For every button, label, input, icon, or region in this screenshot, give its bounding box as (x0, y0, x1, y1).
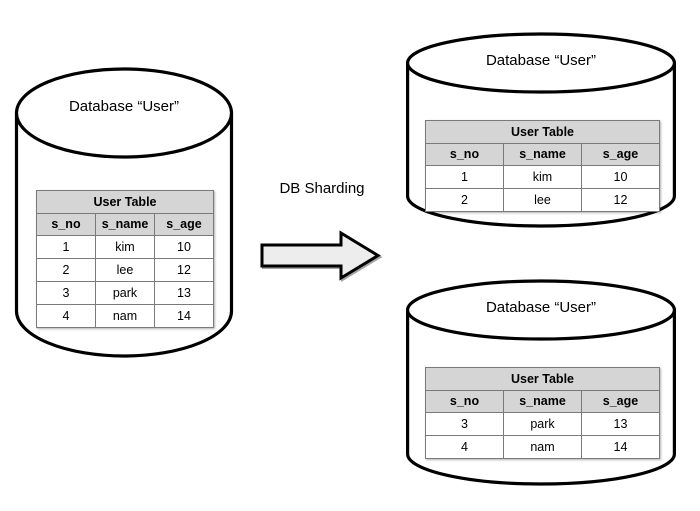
cell-s-age: 14 (581, 435, 660, 459)
table-title-row: User Table (425, 120, 660, 144)
cell-s-age: 13 (154, 281, 214, 305)
cell-s-name: lee (503, 188, 582, 212)
table-row: 1 kim 10 (36, 235, 214, 259)
cell-s-name: kim (503, 165, 582, 189)
shard-database-title-2: Database “User” (485, 299, 597, 316)
shard-user-table-2: User Table s_no s_name s_age 3 park 13 4… (425, 367, 660, 459)
table-name: User Table (425, 367, 660, 391)
source-database-title: Database “User” (68, 98, 180, 115)
table-header-row: s_no s_name s_age (425, 143, 660, 166)
table-header-row: s_no s_name s_age (36, 213, 214, 236)
source-user-table: User Table s_no s_name s_age 1 kim 10 2 … (36, 190, 214, 328)
table-title-row: User Table (36, 190, 214, 214)
cell-s-name: nam (95, 304, 155, 328)
table-row: 4 nam 14 (36, 304, 214, 328)
cell-s-age: 13 (581, 412, 660, 436)
table-row: 4 nam 14 (425, 435, 660, 459)
column-header-s-age: s_age (581, 390, 660, 413)
table-name: User Table (36, 190, 214, 214)
table-name: User Table (425, 120, 660, 144)
cell-s-no: 2 (36, 258, 96, 282)
column-header-s-no: s_no (425, 143, 504, 166)
column-header-s-name: s_name (503, 390, 582, 413)
table-row: 1 kim 10 (425, 165, 660, 189)
cell-s-name: nam (503, 435, 582, 459)
cell-s-name: park (503, 412, 582, 436)
column-header-s-name: s_name (95, 213, 155, 236)
column-header-s-name: s_name (503, 143, 582, 166)
cell-s-name: park (95, 281, 155, 305)
table-header-row: s_no s_name s_age (425, 390, 660, 413)
cell-s-no: 4 (425, 435, 504, 459)
table-row: 3 park 13 (36, 281, 214, 305)
cell-s-name: kim (95, 235, 155, 259)
column-header-s-no: s_no (36, 213, 96, 236)
cell-s-age: 12 (581, 188, 660, 212)
table-row: 3 park 13 (425, 412, 660, 436)
cell-s-no: 1 (36, 235, 96, 259)
cell-s-age: 14 (154, 304, 214, 328)
process-label: DB Sharding (279, 180, 365, 197)
shard-database-title-1: Database “User” (485, 52, 597, 69)
cell-s-no: 3 (425, 412, 504, 436)
table-title-row: User Table (425, 367, 660, 391)
cell-s-no: 3 (36, 281, 96, 305)
cell-s-no: 1 (425, 165, 504, 189)
sharding-arrow (259, 230, 383, 283)
table-row: 2 lee 12 (425, 188, 660, 212)
cell-s-age: 10 (581, 165, 660, 189)
column-header-s-age: s_age (154, 213, 214, 236)
arrow-right-icon (260, 230, 383, 283)
cell-s-no: 2 (425, 188, 504, 212)
column-header-s-no: s_no (425, 390, 504, 413)
cell-s-name: lee (95, 258, 155, 282)
cell-s-age: 12 (154, 258, 214, 282)
cell-s-age: 10 (154, 235, 214, 259)
cell-s-no: 4 (36, 304, 96, 328)
shard-user-table-1: User Table s_no s_name s_age 1 kim 10 2 … (425, 120, 660, 212)
column-header-s-age: s_age (581, 143, 660, 166)
table-row: 2 lee 12 (36, 258, 214, 282)
